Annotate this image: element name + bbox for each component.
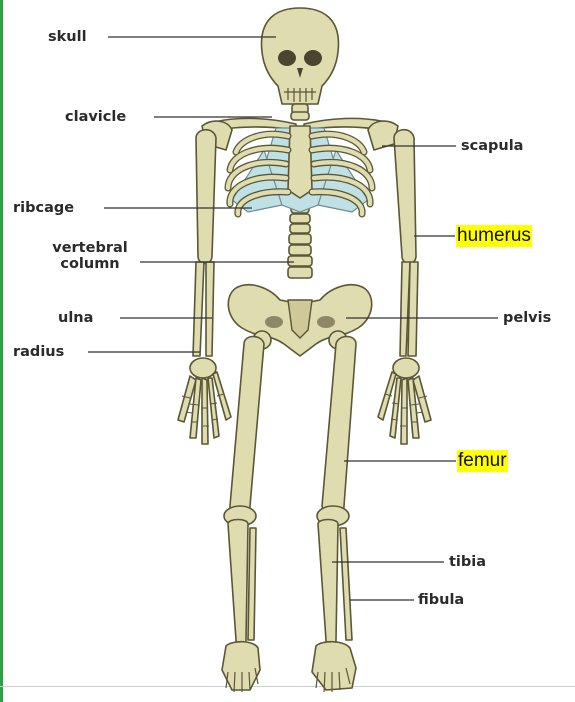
humerus-label: humerus	[456, 225, 532, 247]
left-hand-bones	[178, 358, 231, 444]
skull-bone	[261, 8, 338, 104]
pelvis-label: pelvis	[503, 310, 551, 326]
ribcage-label: ribcage	[13, 200, 74, 216]
skull-label: skull	[48, 29, 87, 45]
tibia-bone	[228, 520, 338, 647]
tibia-label: tibia	[449, 554, 486, 570]
femur-label: femur	[457, 450, 508, 472]
vertebral-label-line1: vertebral	[40, 240, 140, 256]
femur-bone	[230, 331, 356, 515]
ulna-label: ulna	[58, 310, 93, 326]
scapula-label: scapula	[461, 138, 523, 154]
clavicle-label: clavicle	[65, 109, 126, 125]
right-hand-bones	[378, 358, 431, 444]
radius-label: radius	[13, 344, 64, 360]
ribcage-bone	[228, 126, 372, 214]
right-foot-bones	[312, 642, 356, 692]
left-foot-bones	[222, 642, 260, 692]
fibula-label: fibula	[418, 592, 464, 608]
vertebral-label-line2: column	[40, 256, 140, 272]
vertebral-column-label: vertebral column	[40, 240, 140, 272]
